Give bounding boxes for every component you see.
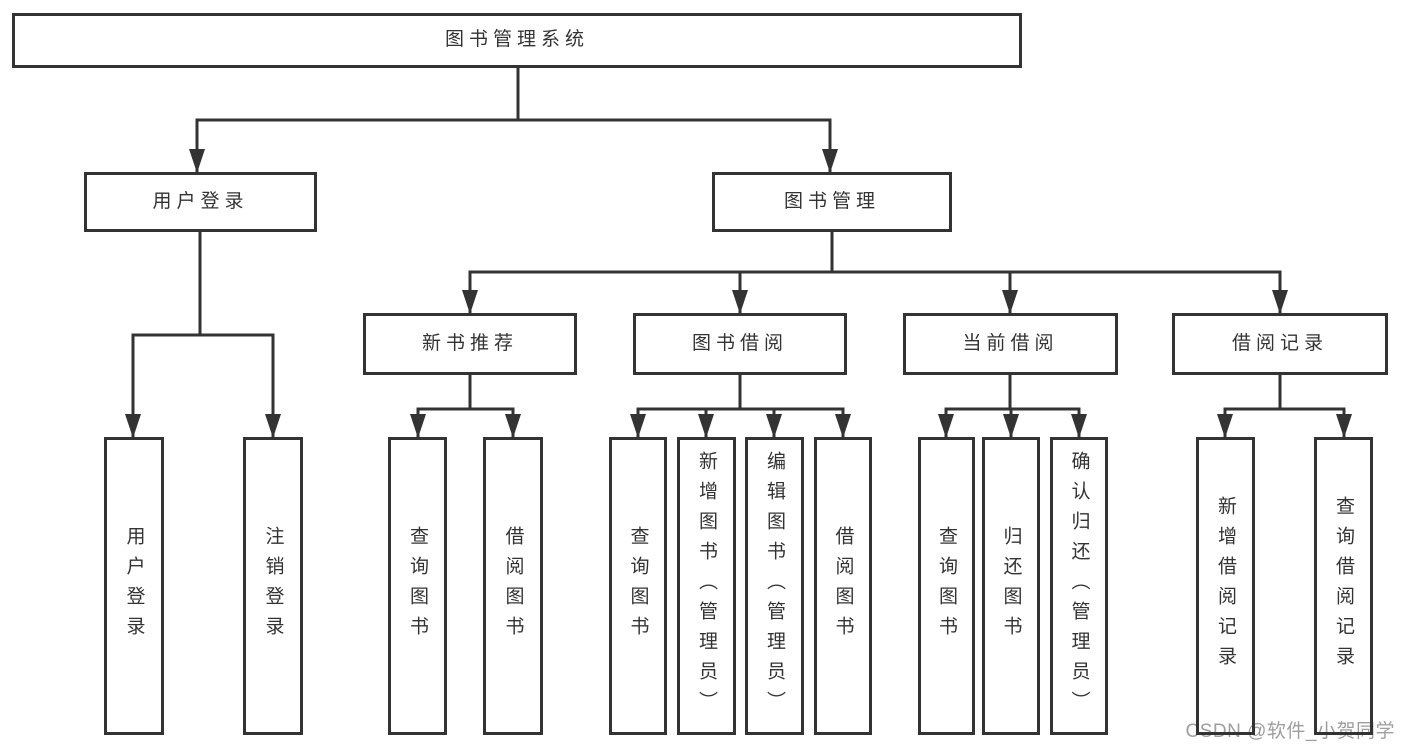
node-label: 用户登录 — [152, 190, 249, 212]
node-return-books: 归还图书 — [982, 437, 1040, 735]
node-label: 图书管理 — [783, 190, 880, 212]
node-library-system: 图书管理系统 — [12, 13, 1022, 68]
node-label: 新书推荐 — [421, 332, 518, 354]
node-label: 当前借阅 — [962, 332, 1059, 354]
node-borrow-books-recommend: 借阅图书 — [483, 437, 543, 735]
node-label: 新增借阅记录 — [1215, 496, 1236, 676]
node-label: 编辑图书（管理员） — [764, 451, 785, 721]
node-label: 注销登录 — [262, 526, 284, 646]
node-label: 确认归还（管理员） — [1068, 451, 1090, 721]
node-label: 新增图书（管理员） — [696, 451, 717, 721]
node-new-book-recommend: 新书推荐 — [363, 313, 577, 375]
node-label: 查询图书 — [407, 526, 428, 646]
node-borrow-books-borrowing: 借阅图书 — [814, 437, 872, 735]
node-current-borrowing: 当前借阅 — [903, 313, 1118, 375]
node-confirm-return-admin: 确认归还（管理员） — [1050, 437, 1108, 735]
node-label: 查询图书 — [936, 526, 957, 646]
node-add-books-admin: 新增图书（管理员） — [677, 437, 736, 735]
node-label: 图书借阅 — [691, 332, 788, 354]
node-label: 借阅图书 — [832, 526, 854, 646]
node-book-management: 图书管理 — [712, 172, 952, 232]
node-label: 归还图书 — [1000, 526, 1022, 646]
node-edit-books-admin: 编辑图书（管理员） — [745, 437, 804, 735]
node-logout: 注销登录 — [243, 437, 303, 735]
node-label: 借阅记录 — [1231, 332, 1328, 354]
node-user-login: 用户登录 — [84, 172, 317, 232]
node-label: 查询图书 — [627, 526, 649, 646]
node-label: 用户登录 — [123, 526, 145, 646]
node-query-books-current: 查询图书 — [918, 437, 975, 735]
node-query-books-recommend: 查询图书 — [388, 437, 447, 735]
node-book-borrowing: 图书借阅 — [633, 313, 847, 375]
node-add-borrow-record: 新增借阅记录 — [1196, 437, 1255, 735]
node-borrow-records: 借阅记录 — [1172, 313, 1388, 375]
node-query-borrow-record: 查询借阅记录 — [1314, 437, 1373, 735]
watermark: CSDN @软件_小贺同学 — [1185, 721, 1395, 742]
node-user-login-leaf: 用户登录 — [104, 437, 164, 735]
node-label: 图书管理系统 — [444, 29, 589, 51]
node-query-books-borrowing: 查询图书 — [609, 437, 667, 735]
node-label: 借阅图书 — [502, 526, 524, 646]
node-label: 查询借阅记录 — [1333, 496, 1354, 676]
